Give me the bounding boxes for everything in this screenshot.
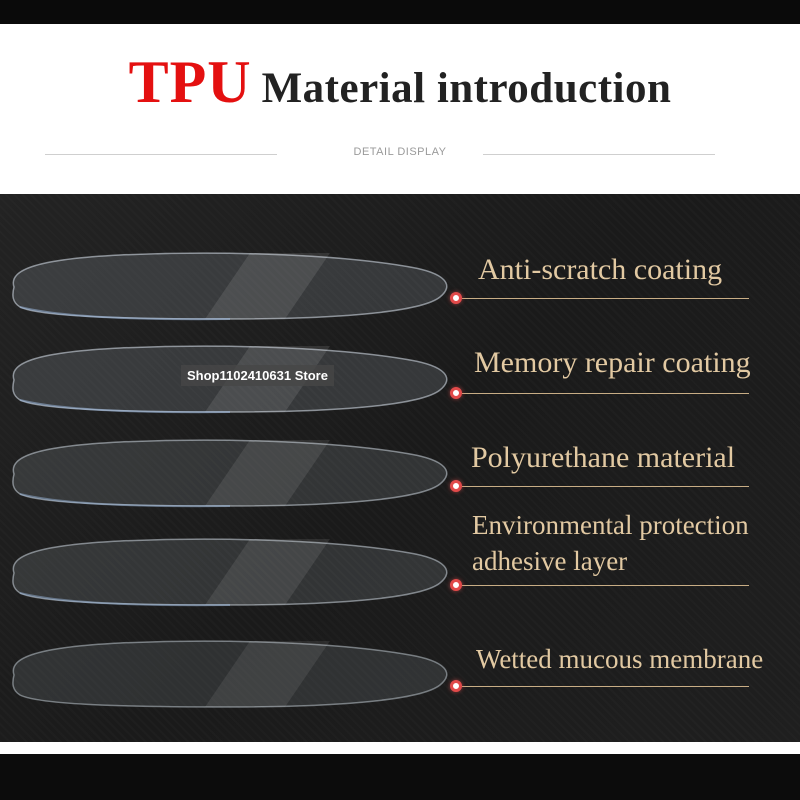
- marker-dot-1: [450, 292, 462, 304]
- layer-label-3: Polyurethane material: [471, 441, 736, 474]
- leader-line-5: [462, 686, 749, 687]
- layer-label-4-line-2: adhesive layer: [472, 546, 628, 576]
- layers-panel: [0, 194, 800, 742]
- store-watermark: Shop1102410631 Store: [181, 365, 334, 386]
- subtitle-divider-left: [45, 154, 277, 155]
- title-text: Material introduction: [261, 65, 672, 112]
- subtitle: DETAIL DISPLAY: [353, 146, 447, 158]
- bottom-border: [0, 754, 800, 800]
- layer-label-4-line-1: Environmental protection: [472, 510, 749, 540]
- bottom-white-strip: [0, 742, 800, 754]
- marker-dot-2: [450, 387, 462, 399]
- film-layer-3: [0, 434, 460, 514]
- film-layer-image: [12, 538, 448, 607]
- leader-line-3: [462, 486, 749, 487]
- top-border: [0, 0, 800, 24]
- film-layer-image: [12, 640, 448, 708]
- layer-label-5: Wetted mucous membrane: [476, 644, 764, 674]
- title-accent: TPU: [128, 49, 252, 115]
- marker-dot-3: [450, 480, 462, 492]
- film-layer-image: [12, 439, 448, 508]
- layer-label-1: Anti-scratch coating: [478, 253, 723, 286]
- leader-line-2: [462, 393, 749, 394]
- film-layer-4: [0, 533, 460, 613]
- header: [0, 24, 800, 194]
- film-layer-image: [12, 252, 448, 321]
- film-layer-1: [0, 247, 460, 327]
- subtitle-divider-right: [483, 154, 715, 155]
- marker-dot-4: [450, 579, 462, 591]
- marker-dot-5: [450, 680, 462, 692]
- layer-label-2: Memory repair coating: [474, 346, 751, 379]
- film-layer-5: [0, 635, 460, 715]
- panel-texture: [0, 194, 800, 742]
- leader-line-4: [462, 585, 749, 586]
- leader-line-1: [462, 298, 749, 299]
